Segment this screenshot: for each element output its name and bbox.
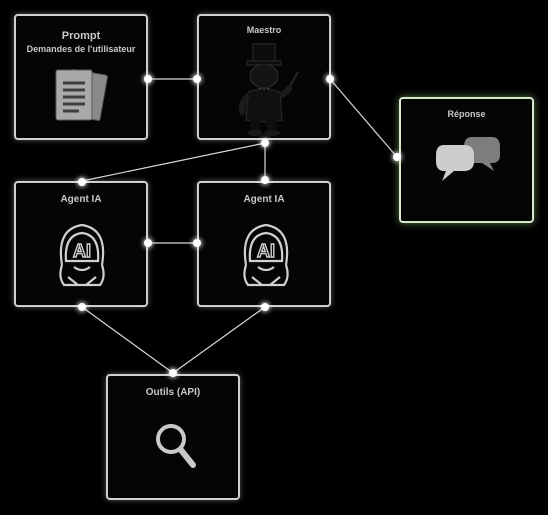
maestro-node[interactable]: Maestro [197,14,331,140]
document-stack-icon [55,69,108,121]
agent2-top-port[interactable] [261,176,269,184]
agent1-bottom-port[interactable] [78,303,86,311]
svg-text:AI: AI [257,241,275,261]
agent2-input-port[interactable] [193,239,201,247]
ai-hooded-figure-icon: AI [59,223,105,287]
ai-hooded-figure-icon: AI [243,223,289,287]
magnifier-icon [156,424,196,468]
edge-maestro-reponse [329,78,398,158]
maestro-bottom-port[interactable] [261,139,269,147]
agent-ia-title-2: Agent IA [243,194,285,205]
prompt-subtitle: Demandes de l'utilisateur [26,44,136,54]
reponse-node[interactable]: Réponse [399,97,534,223]
chat-bubbles-icon [436,137,500,181]
agent1-output-port[interactable] [144,239,152,247]
maestro-input-port[interactable] [193,75,201,83]
outils-api-node[interactable]: Outils (API) [106,374,240,500]
edge-agent1-outils [81,306,174,374]
agent2-bottom-port[interactable] [261,303,269,311]
agent1-top-port[interactable] [78,178,86,186]
conductor-top-hat-icon [238,43,299,136]
edge-agent2-outils [172,306,266,374]
reponse-title: Réponse [447,109,486,119]
prompt-output-port[interactable] [144,75,152,83]
reponse-input-port[interactable] [393,153,401,161]
prompt-node[interactable]: Prompt Demandes de l'utilisateur [14,14,148,140]
maestro-title: Maestro [246,25,282,35]
outils-title: Outils (API) [145,387,201,398]
agent-ia-node-2[interactable]: Agent IA AI [197,181,331,307]
agent-ia-node-1[interactable]: Agent IA AI [14,181,148,307]
prompt-title: Prompt [61,30,101,42]
maestro-output-port[interactable] [326,75,334,83]
edge-maestro-agent1 [81,142,266,182]
agent-ia-title-1: Agent IA [60,194,102,205]
outils-top-port[interactable] [169,369,177,377]
svg-text:AI: AI [73,241,91,261]
